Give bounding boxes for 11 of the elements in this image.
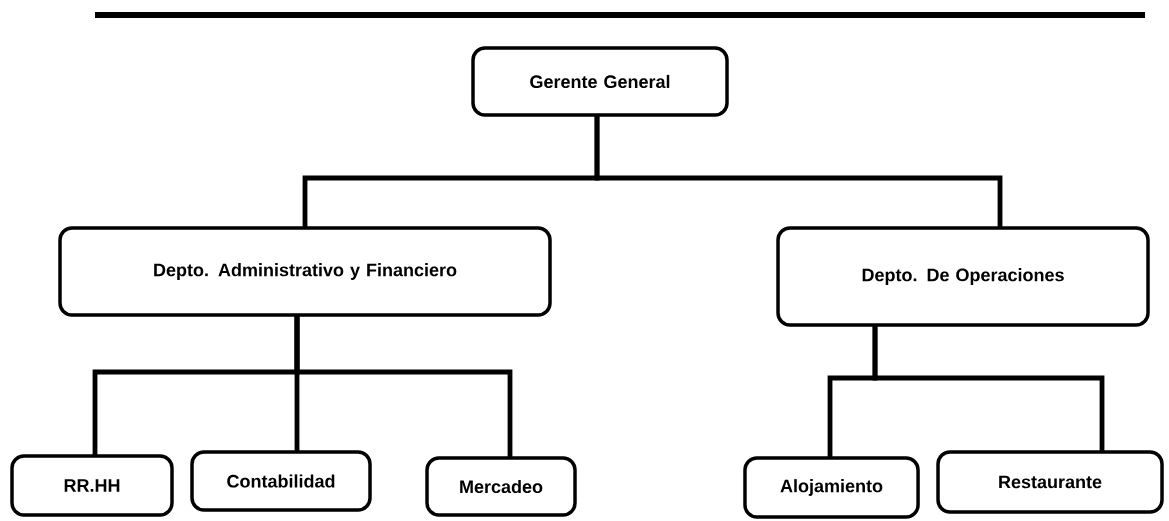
connector-line (872, 325, 1105, 452)
org-box: Alojamiento (743, 456, 920, 519)
org-box: Contabilidad (190, 450, 372, 512)
connector-line (294, 315, 513, 458)
org-box: Mercadeo (425, 456, 577, 517)
org-box: Restaurante (936, 450, 1164, 514)
org-box: Depto. De Operaciones (776, 226, 1150, 327)
org-box: Depto. Administrativo y Financiero (58, 226, 552, 317)
org-box: RR.HH (10, 454, 174, 517)
org-box: Gerente General (471, 46, 729, 117)
connector-line (594, 115, 1003, 228)
